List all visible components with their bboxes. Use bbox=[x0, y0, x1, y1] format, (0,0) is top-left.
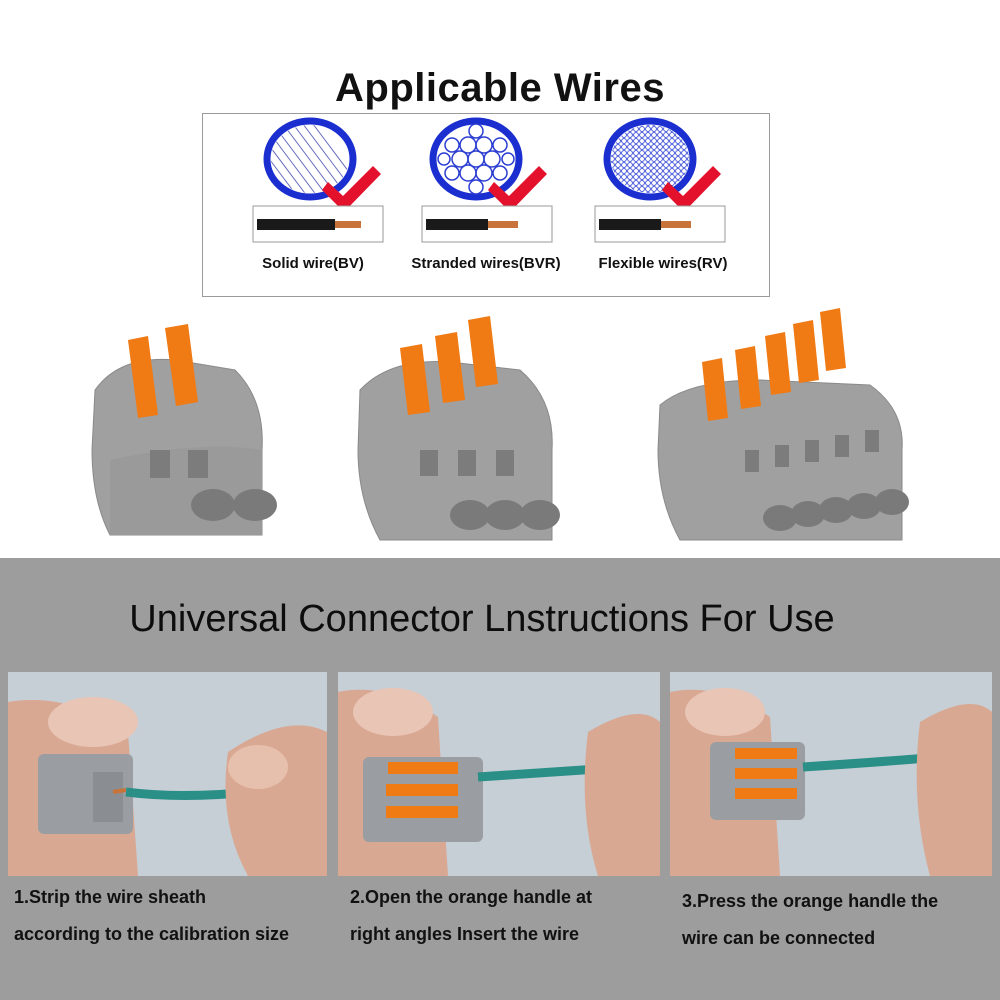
step-3-caption: 3.Press the orange handle the wire can b… bbox=[682, 883, 938, 957]
connector-3-way bbox=[357, 316, 560, 541]
stranded-wire-icon bbox=[421, 117, 553, 243]
instructions-title: Universal Connector Lnstructions For Use bbox=[129, 598, 835, 640]
step-1-photo bbox=[8, 672, 327, 876]
wire-type-label: Flexible wires(RV) bbox=[598, 255, 728, 272]
wire-type-solid: Solid wire(BV) bbox=[223, 114, 403, 296]
connector-5-way bbox=[657, 308, 909, 541]
step-2-photo bbox=[338, 672, 660, 876]
step-2-caption: 2.Open the orange handle at right angles… bbox=[350, 879, 592, 953]
connector-products bbox=[91, 308, 909, 541]
step-1-caption: 1.Strip the wire sheath according to the… bbox=[14, 879, 289, 953]
top-section: Applicable Wires Solid wire(BV bbox=[91, 66, 909, 541]
step-3-line-1: 3.Press the orange handle the bbox=[682, 891, 939, 911]
wire-type-stranded: Stranded wires(BVR) bbox=[396, 114, 576, 296]
step-3-photo bbox=[670, 672, 992, 876]
wire-types-panel: Solid wire(BV) bbox=[202, 113, 770, 297]
applicable-wires-title: Applicable Wires bbox=[335, 66, 665, 110]
wire-type-label: Stranded wires(BVR) bbox=[411, 255, 561, 272]
connector-2-way bbox=[91, 324, 277, 536]
step-2-line-1: 2.Open the orange handle at bbox=[350, 887, 593, 907]
step-1-line-1: 1.Strip the wire sheath bbox=[14, 887, 207, 907]
step-2-line-2: right angles Insert the wire bbox=[350, 924, 580, 944]
flexible-wire-icon bbox=[594, 117, 726, 243]
step-3-line-2: wire can be connected bbox=[682, 928, 876, 948]
wire-type-flexible: Flexible wires(RV) bbox=[573, 114, 753, 296]
step-1-line-2: according to the calibration size bbox=[14, 924, 290, 944]
solid-wire-icon bbox=[252, 117, 384, 243]
wire-type-label: Solid wire(BV) bbox=[262, 255, 364, 272]
